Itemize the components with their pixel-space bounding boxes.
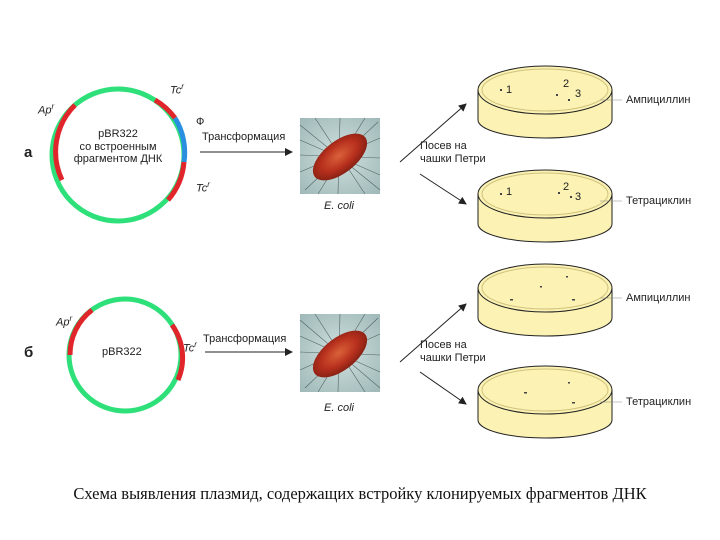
plasmid-a-label: pBR322 со встроенным фрагментом ДНК (73, 128, 163, 166)
phi-label: Ф (196, 116, 205, 128)
tcr-bottom-label-a: Tcr (196, 180, 210, 195)
colony-a2-2: 2 (563, 181, 570, 193)
tcr-label-b: Tcr (183, 340, 197, 355)
plasmid-b-label: pBR322 (102, 346, 142, 358)
tcr-top-label-a: Tcr (170, 82, 184, 97)
colony-a2-3: 3 (575, 191, 582, 203)
seed-label-a: Посев на чашки Петри (420, 140, 486, 165)
plasmid-a (49, 86, 188, 224)
transform-label-a: Трансформация (202, 131, 286, 143)
transform-label-b: Трансформация (203, 333, 287, 345)
colony-a2-1: 1 (506, 186, 513, 198)
panel-b-letter: б (24, 344, 34, 361)
dish-b2-label: Тетрациклин (626, 396, 692, 408)
ecoli-photo-b (299, 313, 381, 393)
plasmid-b (66, 296, 186, 414)
petri-dish-a1 (477, 65, 613, 139)
ecoli-label-a: E. coli (324, 200, 354, 212)
figure-caption: Схема выявления плазмид, содержащих встр… (73, 484, 647, 503)
petri-dish-b2 (477, 365, 613, 439)
seed-label-b: Посев на чашки Петри (420, 339, 486, 364)
arrow-seed-a-down (419, 173, 467, 205)
arrow-seed-b-up (399, 303, 467, 363)
apr-label-b: Apr (56, 314, 73, 329)
panel-a-letter: а (24, 144, 33, 161)
dish-a1-label: Ампициллин (626, 94, 691, 106)
ecoli-label-b: E. coli (324, 402, 354, 414)
apr-label-a: Apr (38, 102, 55, 117)
colony-a1-3: 3 (575, 88, 582, 100)
arrow-seed-a-up (399, 103, 467, 163)
petri-dish-b1 (477, 263, 613, 337)
dish-b1-label: Ампициллин (626, 292, 691, 304)
ecoli-photo-a (299, 117, 381, 195)
dish-a2-label: Тетрациклин (626, 195, 692, 207)
colony-a1-2: 2 (563, 78, 570, 90)
colony-a1-1: 1 (506, 84, 513, 96)
petri-dish-a2 (477, 169, 613, 243)
arrow-seed-b-down (419, 371, 467, 405)
